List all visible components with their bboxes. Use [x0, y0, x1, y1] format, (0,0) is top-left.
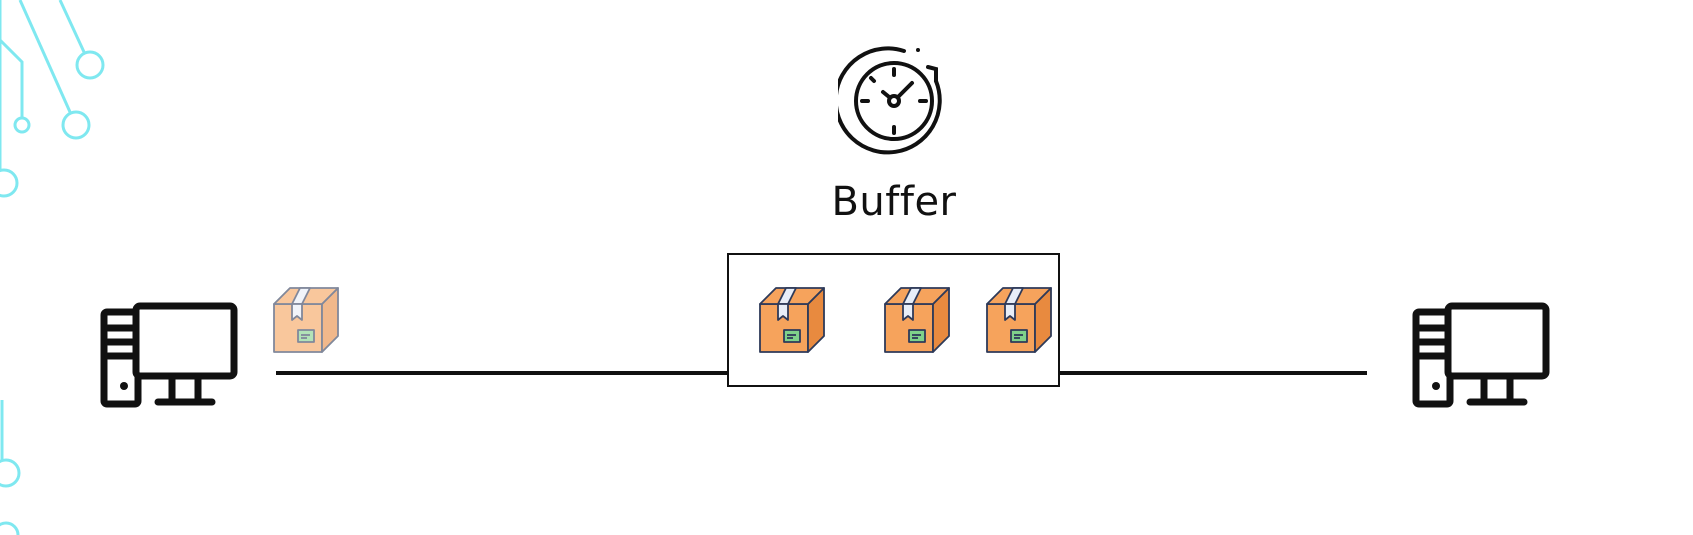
timer-icon — [838, 46, 942, 155]
transmission-line-right — [1060, 371, 1367, 375]
packet-in-transit-icon — [273, 287, 339, 353]
buffer-label: Buffer — [831, 179, 957, 225]
buffered-packet-icon — [884, 287, 950, 353]
receiver-computer-icon — [1412, 302, 1550, 408]
sender-computer-icon — [100, 302, 238, 408]
buffered-packet-icon — [986, 287, 1052, 353]
buffer-box — [727, 253, 1060, 387]
transmission-line-left — [276, 371, 728, 375]
buffered-packet-icon — [759, 287, 825, 353]
circuit-decoration — [0, 0, 105, 535]
